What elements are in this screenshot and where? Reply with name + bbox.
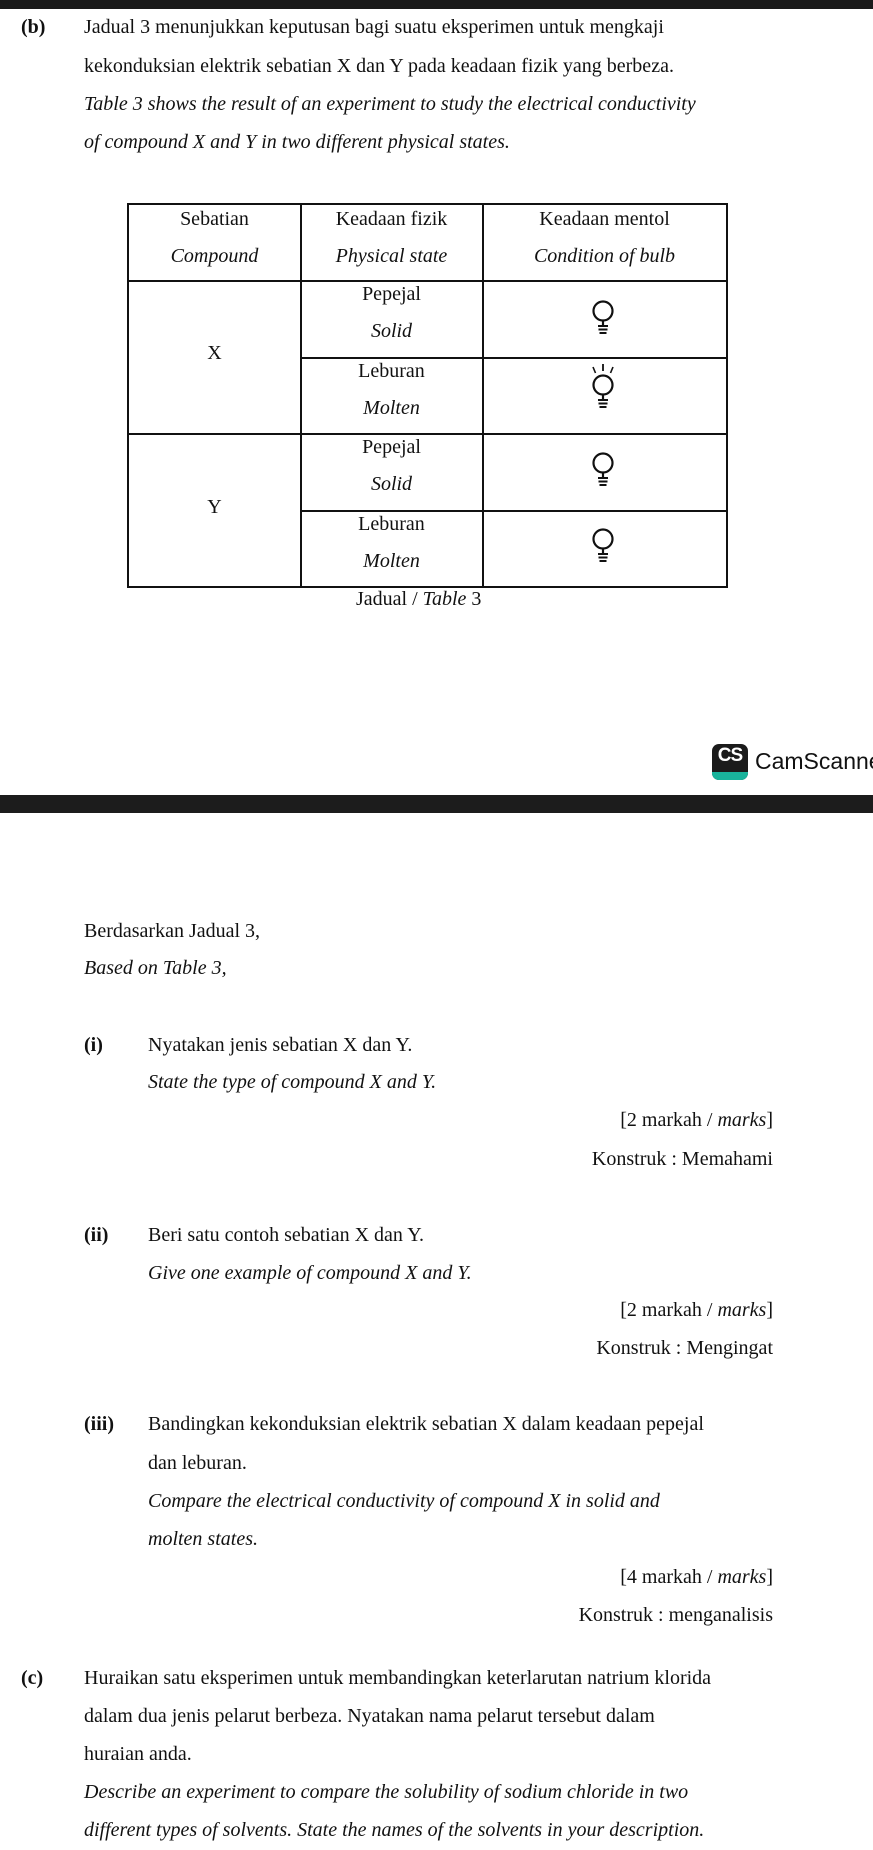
part-b-malay-line-1: Jadual 3 menunjukkan keputusan bagi suat… xyxy=(84,16,664,38)
part-c-label: (c) xyxy=(21,1667,44,1689)
compound-x-label: X xyxy=(207,342,222,364)
top-edge-bar xyxy=(0,0,873,9)
part-b-english-line-2: of compound X and Y in two different phy… xyxy=(84,131,510,153)
q3-malay-line-1: Bandingkan kekonduksian elektrik sebatia… xyxy=(148,1413,704,1435)
header-state-english: Physical state xyxy=(335,245,448,267)
results-table: Sebatian Compound Keadaan fizik Physical… xyxy=(127,203,728,588)
q3-english-line-1: Compare the electrical conductivity of c… xyxy=(148,1490,660,1512)
row-4-state-english: Molten xyxy=(363,550,420,572)
row-2-state-english: Molten xyxy=(363,397,420,419)
bulb-off-icon xyxy=(592,528,614,562)
q1-marks-word: marks xyxy=(717,1109,767,1131)
q1-construct: Konstruk : Memahami xyxy=(591,1148,773,1170)
table-caption-malay: Jadual / xyxy=(356,588,423,610)
table-header-divider xyxy=(129,280,726,282)
table-column-divider-2 xyxy=(482,205,484,586)
table-group-divider xyxy=(129,433,726,435)
table-row-divider-y xyxy=(300,510,726,512)
bulb-lit-icon xyxy=(592,364,614,408)
header-bulb-malay: Keadaan mentol xyxy=(539,208,670,230)
part-c-malay-line-2: dalam dua jenis pelarut berbeza. Nyataka… xyxy=(84,1705,655,1727)
intro-malay: Berdasarkan Jadual 3, xyxy=(84,920,261,942)
q2-malay: Beri satu contoh sebatian X dan Y. xyxy=(148,1224,425,1246)
bulb-off-icon xyxy=(592,452,614,486)
q2-marks-open: [2 markah / xyxy=(620,1299,718,1321)
q3-label: (iii) xyxy=(84,1413,114,1435)
q1-marks-open: [2 markah / xyxy=(620,1109,718,1131)
compound-y-label: Y xyxy=(207,496,222,518)
row-3-state-malay: Pepejal xyxy=(362,436,421,458)
q3-malay-line-2: dan leburan. xyxy=(148,1452,247,1474)
row-2-state-malay: Leburan xyxy=(358,360,425,382)
q1-malay: Nyatakan jenis sebatian X dan Y. xyxy=(148,1034,413,1056)
header-state-malay: Keadaan fizik xyxy=(335,208,448,230)
header-compound-malay: Sebatian xyxy=(180,208,249,230)
q3-marks: [4 markah / marks] xyxy=(620,1566,773,1589)
bulb-off-icon xyxy=(592,300,614,334)
intro-english: Based on Table 3, xyxy=(84,957,227,979)
camscanner-logo: CS xyxy=(712,744,748,780)
table-caption-english: Table xyxy=(422,588,467,610)
q3-marks-open: [4 markah / xyxy=(620,1566,718,1588)
q2-marks: [2 markah / marks] xyxy=(620,1299,773,1322)
table-row-divider-x xyxy=(300,357,726,359)
q1-english: State the type of compound X and Y. xyxy=(148,1071,437,1093)
header-bulb-english: Condition of bulb xyxy=(533,245,676,267)
q2-marks-close: ] xyxy=(766,1299,773,1321)
table-column-divider-1 xyxy=(300,205,302,586)
page-break-bar xyxy=(0,795,873,813)
q3-marks-word: marks xyxy=(717,1566,767,1588)
part-c-malay-line-1: Huraikan satu eksperimen untuk membandin… xyxy=(84,1667,712,1689)
row-3-state-english: Solid xyxy=(370,473,413,495)
q1-marks-close: ] xyxy=(766,1109,773,1131)
header-compound-english: Compound xyxy=(170,245,259,267)
camscanner-logo-accent xyxy=(712,772,748,780)
q1-label: (i) xyxy=(84,1034,103,1056)
camscanner-logo-text: CS xyxy=(717,745,743,766)
part-b-malay-line-2: kekonduksian elektrik sebatian X dan Y p… xyxy=(84,55,674,77)
table-caption-number: 3 xyxy=(466,588,482,610)
q2-label: (ii) xyxy=(84,1224,109,1246)
row-4-state-malay: Leburan xyxy=(358,513,425,535)
row-1-state-malay: Pepejal xyxy=(362,283,421,305)
row-1-state-english: Solid xyxy=(370,320,413,342)
part-b-english-line-1: Table 3 shows the result of an experimen… xyxy=(84,93,696,115)
q3-construct: Konstruk : menganalisis xyxy=(578,1604,773,1626)
part-b-label: (b) xyxy=(21,16,46,38)
q3-marks-close: ] xyxy=(766,1566,773,1588)
q2-english: Give one example of compound X and Y. xyxy=(148,1262,472,1284)
camscanner-brand: CamScanner xyxy=(755,748,873,774)
part-c-malay-line-3: huraian anda. xyxy=(84,1743,192,1765)
table-caption: Jadual / Table 3 xyxy=(356,588,481,611)
part-c-english-line-2: different types of solvents. State the n… xyxy=(84,1819,705,1841)
q2-construct: Konstruk : Mengingat xyxy=(596,1337,773,1359)
q3-english-line-2: molten states. xyxy=(148,1528,258,1550)
q2-marks-word: marks xyxy=(717,1299,767,1321)
q1-marks: [2 markah / marks] xyxy=(620,1109,773,1132)
part-c-english-line-1: Describe an experiment to compare the so… xyxy=(84,1781,689,1803)
